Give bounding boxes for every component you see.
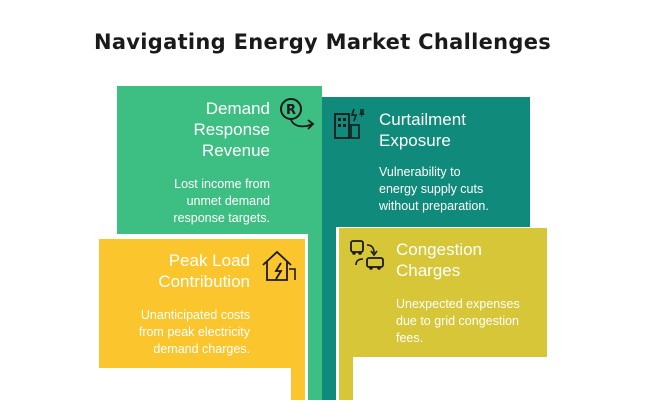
card-demand-response-revenue: Demand Response Revenue R Lost income fr…: [117, 86, 322, 234]
card-peak-load-contribution: Peak Load Contribution Unanticipated cos…: [99, 239, 305, 368]
teal-stem: [322, 227, 336, 400]
power-building-icon: +: [332, 105, 368, 141]
card-description: Unanticipated costs from peak electricit…: [138, 308, 250, 356]
card-congestion-charges: Congestion Charges Unexpected expenses d…: [339, 228, 547, 357]
card-description: Unexpected expenses due to grid congesti…: [396, 297, 520, 345]
green-stem: [308, 234, 322, 400]
card-heading: Peak Load Contribution: [158, 251, 250, 291]
page-title: Navigating Energy Market Challenges: [93, 30, 552, 54]
house-lightning-icon: [259, 247, 299, 285]
card-heading: Curtailment Exposure: [379, 110, 466, 150]
svg-text:R: R: [286, 103, 296, 118]
olive-stem: [339, 357, 353, 400]
card-description: Lost income from unmet demand response t…: [173, 177, 270, 225]
revenue-decline-icon: R: [277, 96, 317, 132]
card-heading: Demand Response Revenue: [193, 99, 270, 160]
svg-text:+: +: [358, 110, 366, 120]
card-description: Vulnerability to energy supply cuts with…: [379, 165, 489, 213]
card-curtailment-exposure: + Curtailment Exposure Vulnerability to …: [322, 97, 530, 227]
card-heading: Congestion Charges: [396, 240, 483, 280]
yellow-stem: [291, 368, 305, 400]
traffic-congestion-icon: [348, 237, 388, 273]
